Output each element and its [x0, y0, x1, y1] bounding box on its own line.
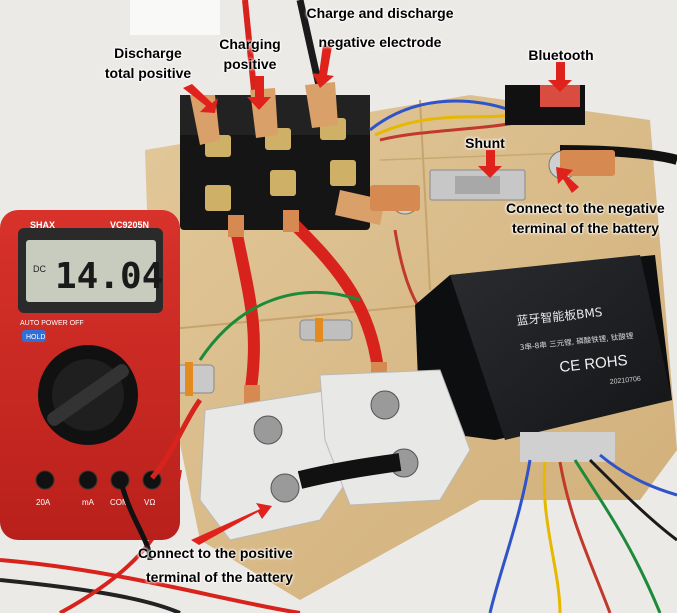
- label-charging-positive: Charging positive: [219, 36, 281, 72]
- meter-auto-power-off: AUTO POWER OFF: [20, 320, 84, 327]
- shunt: [370, 150, 615, 215]
- jack-label-ma: mA: [82, 498, 95, 507]
- jack-label-com: COM: [110, 498, 129, 507]
- bluetooth-module: [505, 85, 585, 125]
- meter-hold-button: HOLD: [26, 334, 45, 341]
- annotation-arrows: [183, 45, 579, 545]
- multimeter: SHAX VC9205N DC 14.04 AUTO POWER OFF HOL…: [0, 210, 203, 561]
- meter-reading: 14.04: [55, 256, 163, 297]
- wire-harness: [488, 453, 677, 613]
- bms-date: 20210706: [609, 376, 641, 386]
- arrow-negative-terminal: [556, 167, 579, 193]
- jack-label-v-ohm: VΩ: [144, 498, 155, 507]
- label-bluetooth: Bluetooth: [528, 47, 594, 63]
- bms-unit: 蓝牙智能板BMS 3串-8串 三元锂, 磷酸铁锂, 钛酸锂 CE ROHS 20…: [415, 255, 672, 462]
- battery-terminals: [199, 369, 471, 541]
- arrow-charge-discharge-negative: [312, 45, 334, 88]
- arrow-discharge-positive: [183, 84, 218, 113]
- label-shunt: Shunt: [465, 135, 505, 151]
- meter-brand: SHAX: [30, 220, 55, 230]
- label-connect-negative: Connect to the negative terminal of the …: [506, 200, 665, 236]
- arrow-shunt: [478, 150, 502, 178]
- meter-model: VC9205N: [110, 220, 149, 230]
- arrow-positive-terminal: [191, 503, 272, 545]
- jack-label-20a: 20A: [36, 498, 51, 507]
- label-discharge-total-positive: Discharge total positive: [104, 45, 192, 81]
- arrow-bluetooth: [548, 62, 572, 92]
- meter-mode: DC: [33, 264, 46, 274]
- label-connect-positive: Connect to the positive terminal of the …: [138, 545, 294, 585]
- arrow-charging-positive: [247, 76, 271, 110]
- label-charge-discharge-negative: Charge and discharge negative electrode: [306, 5, 454, 50]
